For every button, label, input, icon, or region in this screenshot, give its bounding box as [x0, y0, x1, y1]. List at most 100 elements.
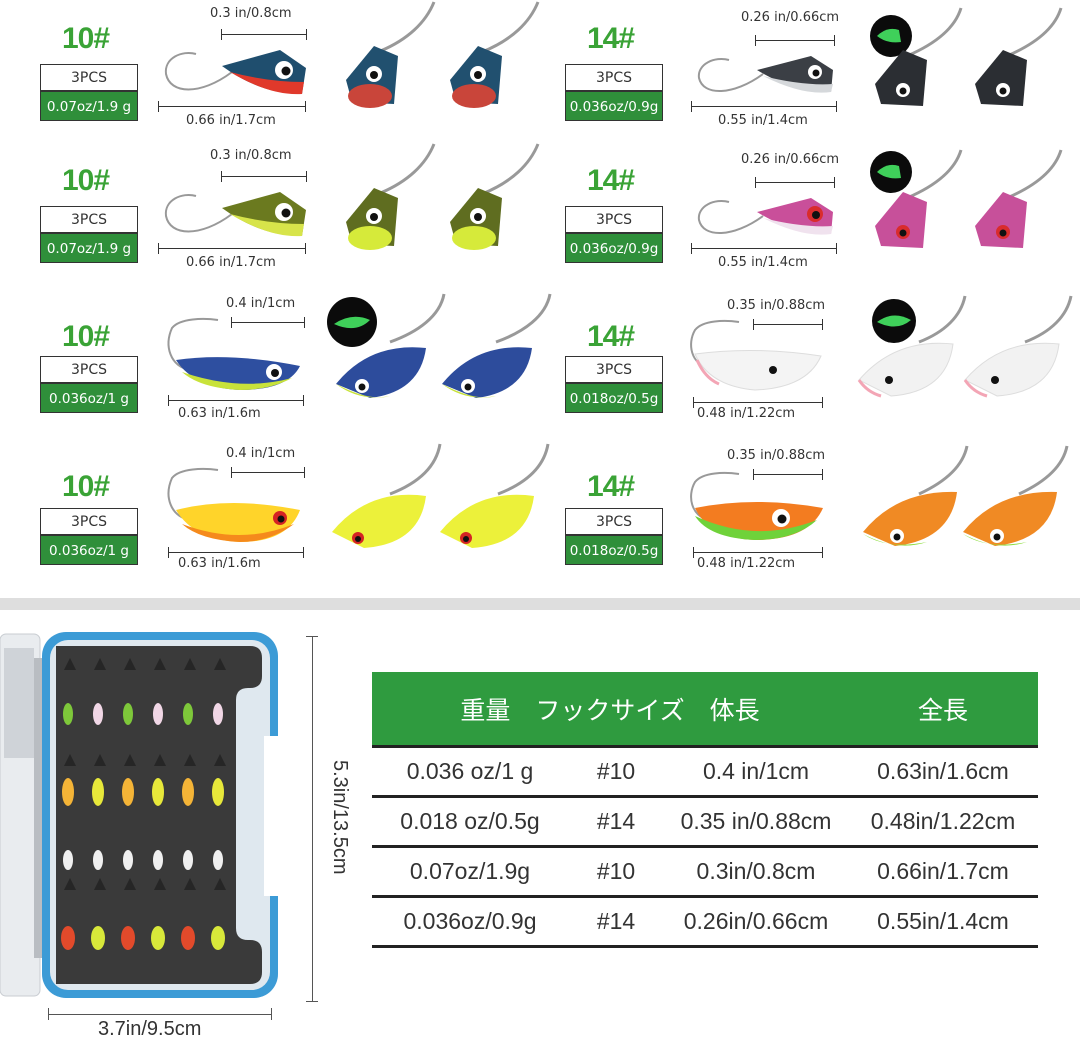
spec-table: 重量 フックサイズ 体長 全長 0.036 oz/1 g #10 0.4 in/…	[372, 672, 1038, 948]
table-cell: 0.4 in/1cm	[664, 746, 848, 798]
pieces-count: 3PCS	[40, 356, 138, 383]
lure-photo	[332, 443, 442, 548]
lure-grid: 10# 3PCS 0.07oz/1.9 g 0.3 in/0.8cm 0.66 …	[0, 0, 1073, 590]
lure-photo	[875, 7, 963, 106]
lure-photo	[963, 445, 1069, 546]
length-dimension: 0.48 in/1.22cm	[697, 556, 796, 571]
lure-spec-cell: 10# 3PCS 0.036oz/1 g 0.4 in/1cm 0.63 in/…	[0, 292, 552, 440]
table-row: 0.018 oz/0.5g #14 0.35 in/0.88cm 0.48in/…	[372, 796, 1038, 848]
pieces-count: 3PCS	[40, 64, 138, 91]
table-cell: 0.63in/1.6cm	[848, 746, 1038, 798]
table-cell: 0.3in/0.8cm	[664, 846, 848, 898]
lure-photo	[875, 149, 963, 248]
table-cell: 0.036 oz/1 g	[372, 746, 568, 798]
lure-diagram	[697, 198, 833, 235]
table-cell: 0.26in/0.66cm	[664, 896, 848, 948]
box-height-dimension-line	[306, 636, 318, 1002]
length-dimension: 0.66 in/1.7cm	[186, 113, 276, 128]
table-cell: #14	[568, 896, 664, 948]
pieces-count: 3PCS	[565, 508, 663, 535]
table-cell: #10	[568, 746, 664, 798]
box-width-dimension-line	[48, 1008, 272, 1020]
pieces-count: 3PCS	[40, 508, 138, 535]
weight-label: 0.018oz/0.5g	[565, 383, 663, 413]
weight-label: 0.07oz/1.9 g	[40, 91, 138, 121]
box-height-label: 5.3in/13.5cm	[329, 760, 351, 875]
table-row: 0.036 oz/1 g #10 0.4 in/1cm 0.63in/1.6cm	[372, 746, 1038, 798]
lure-photo	[857, 295, 967, 398]
weight-label: 0.07oz/1.9 g	[40, 233, 138, 263]
head-dimension: 0.35 in/0.88cm	[727, 448, 826, 463]
length-dimension: 0.66 in/1.7cm	[186, 255, 276, 270]
lure-photo	[442, 293, 552, 398]
weight-label: 0.036oz/1 g	[40, 535, 138, 565]
table-cell: 0.66in/1.7cm	[848, 846, 1038, 898]
length-dimension-line	[691, 243, 837, 254]
length-dimension-line	[691, 101, 837, 112]
lure-spec-cell: 10# 3PCS 0.07oz/1.9 g 0.3 in/0.8cm 0.66 …	[0, 142, 540, 290]
lure-photo	[440, 443, 550, 548]
length-dimension: 0.63 in/1.6m	[178, 406, 261, 421]
head-dimension: 0.4 in/1cm	[226, 296, 296, 311]
length-dimension: 0.55 in/1.4cm	[718, 255, 808, 270]
glow-in-dark-icon	[870, 15, 912, 57]
hook-size-label: 14#	[587, 470, 635, 503]
table-header-cell: 全長	[848, 672, 1038, 748]
lure-diagram	[167, 468, 300, 542]
table-header-cell: 重量 フックサイズ 体長	[372, 672, 848, 748]
glow-in-dark-icon	[870, 151, 912, 193]
length-dimension-line	[158, 243, 306, 254]
table-cell: #14	[568, 796, 664, 848]
lure-spec-cell: 10# 3PCS 0.036oz/1 g 0.4 in/1cm 0.63 in/…	[0, 442, 550, 590]
lure-photo	[346, 143, 436, 250]
glow-in-dark-icon	[872, 299, 916, 343]
table-row: 0.07oz/1.9g #10 0.3in/0.8cm 0.66in/1.7cm	[372, 846, 1038, 898]
pieces-count: 3PCS	[565, 64, 663, 91]
pieces-count: 3PCS	[565, 206, 663, 233]
lure-photo	[450, 143, 540, 250]
table-cell: 0.07oz/1.9g	[372, 846, 568, 898]
head-dimension: 0.35 in/0.88cm	[727, 298, 826, 313]
lure-diagram	[164, 192, 306, 237]
head-dimension-line	[755, 177, 835, 188]
length-dimension: 0.63 in/1.6m	[178, 556, 261, 571]
length-dimension-line	[168, 547, 304, 558]
lure-diagram	[164, 50, 306, 95]
length-dimension-line	[693, 547, 823, 558]
lure-diagram	[167, 318, 300, 390]
lure-photo	[450, 1, 540, 108]
head-dimension-line	[755, 35, 835, 46]
weight-label: 0.036oz/0.9g	[565, 91, 663, 121]
lure-diagram	[690, 472, 823, 540]
box-width-label: 3.7in/9.5cm	[98, 1018, 202, 1040]
head-dimension-line	[753, 469, 823, 480]
lure-photo	[975, 7, 1063, 106]
head-dimension-line	[753, 319, 823, 330]
head-dimension-line	[231, 317, 305, 328]
glow-in-dark-icon	[327, 297, 377, 347]
table-cell: 0.018 oz/0.5g	[372, 796, 568, 848]
lure-spec-cell: 14# 3PCS 0.036oz/0.9g 0.26 in/0.66cm 0.5…	[525, 142, 1065, 290]
hook-size-label: 10#	[62, 320, 110, 353]
length-dimension-line	[168, 395, 304, 406]
lure-spec-cell: 10# 3PCS 0.07oz/1.9 g 0.3 in/0.8cm 0.66 …	[0, 0, 540, 148]
weight-label: 0.036oz/1 g	[40, 383, 138, 413]
lure-photo	[336, 293, 446, 398]
lure-photo	[975, 149, 1063, 248]
weight-label: 0.036oz/0.9g	[565, 233, 663, 263]
head-dimension-line	[221, 171, 307, 182]
hook-size-label: 10#	[62, 470, 110, 503]
length-dimension-line	[158, 101, 306, 112]
head-dimension: 0.3 in/0.8cm	[210, 148, 292, 163]
lure-diagram	[690, 320, 822, 391]
lure-photo	[346, 1, 436, 108]
lure-photo	[863, 445, 969, 546]
table-cell: 0.35 in/0.88cm	[664, 796, 848, 848]
head-dimension: 0.4 in/1cm	[226, 446, 296, 461]
lure-diagram	[697, 56, 833, 93]
lure-photo	[963, 295, 1073, 398]
table-cell: 0.48in/1.22cm	[848, 796, 1038, 848]
length-dimension: 0.48 in/1.22cm	[697, 406, 796, 421]
head-dimension: 0.26 in/0.66cm	[741, 10, 840, 25]
table-row: 0.036oz/0.9g #14 0.26in/0.66cm 0.55in/1.…	[372, 896, 1038, 948]
